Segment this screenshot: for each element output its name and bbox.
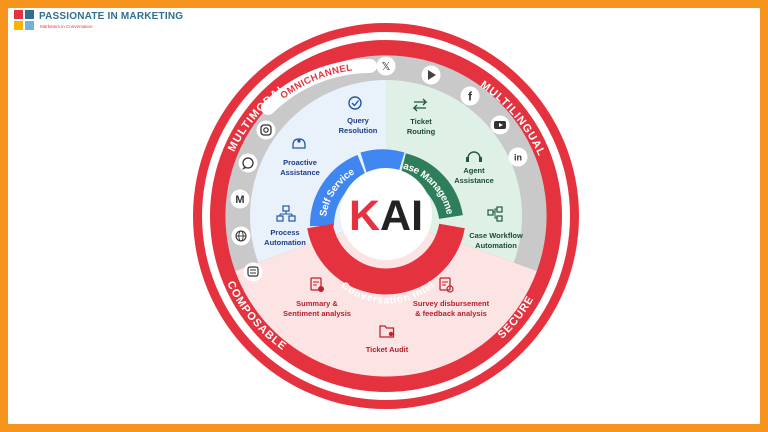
headset-icon	[466, 151, 482, 162]
summary-sentiment-icon	[310, 277, 324, 292]
ticket-routing-icon	[412, 98, 428, 112]
summary-sentiment-label: Summary &Sentiment analysis	[283, 299, 351, 318]
kai-disc	[340, 168, 432, 260]
linkedin-icon: in	[508, 147, 528, 167]
gmail-icon: M	[230, 189, 250, 209]
x-icon: 𝕏	[376, 56, 396, 76]
brand-title: PASSIONATE IN MARKETING	[39, 11, 184, 22]
play-icon	[421, 65, 441, 85]
kai-logo: KAI	[349, 192, 423, 240]
case-workflow-icon	[487, 206, 503, 222]
youtube-icon	[490, 115, 510, 135]
self-service-arc	[309, 154, 367, 227]
survey-feedback-label: Survey disbursement& feedback analysis	[413, 299, 490, 318]
survey-feedback-icon	[439, 277, 454, 293]
svg-text:in: in	[514, 153, 522, 163]
center-hub: KAI	[307, 149, 465, 295]
ticket-audit-label: Ticket Audit	[366, 345, 409, 354]
query-resolution-icon	[348, 96, 362, 110]
whatsapp-icon	[238, 153, 258, 173]
svg-text:𝕏: 𝕏	[382, 61, 391, 73]
ticket-audit-icon	[379, 325, 395, 338]
puzzle-logo-icon	[14, 10, 34, 30]
svg-text:M: M	[235, 194, 244, 206]
facebook-icon: f	[460, 86, 480, 106]
brand-logo: PASSIONATE IN MARKETING Marketers in Con…	[12, 8, 183, 36]
conversation-intel-arc	[307, 223, 465, 295]
kai-ai: AI	[380, 192, 423, 240]
brand-subtitle: Marketers in Conversation	[40, 24, 93, 29]
omnichannel-pill	[261, 59, 377, 115]
conversation-intel-sector	[235, 216, 537, 377]
instagram-icon	[256, 120, 276, 140]
proactive-assistance-icon	[292, 138, 306, 149]
globe-icon	[231, 226, 251, 246]
process-automation-icon	[276, 205, 296, 222]
chat-icon	[243, 262, 263, 282]
case-management-arc	[399, 153, 463, 220]
svg-text:f: f	[468, 90, 473, 104]
kai-k: K	[349, 192, 380, 240]
